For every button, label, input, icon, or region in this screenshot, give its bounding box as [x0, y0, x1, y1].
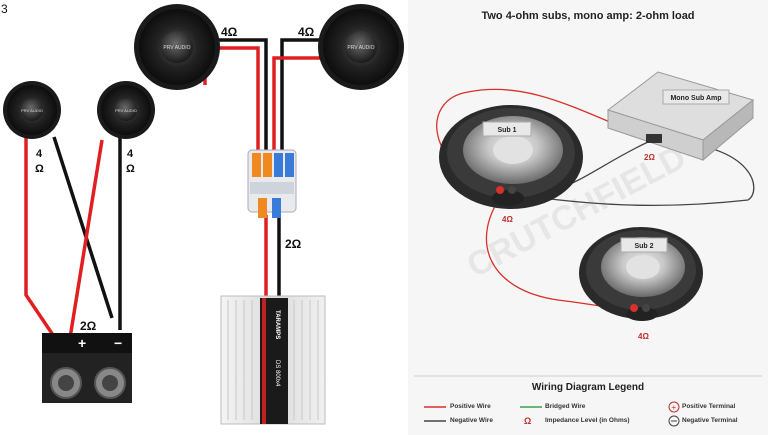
left-wiring-diagram: PRV AUDIO PRV AUDIO PRV AUDIO PRV AUDIO: [3, 4, 404, 425]
speaker-brand: PRV AUDIO: [163, 45, 190, 51]
mono-sub-amp: Mono Sub Amp: [606, 71, 755, 162]
amp-load-label: 2Ω: [644, 153, 655, 162]
speaker-brand: PRV AUDIO: [347, 45, 374, 51]
legend-title: Wiring Diagram Legend: [531, 382, 645, 393]
speaker-large-right: PRV AUDIO: [318, 4, 404, 90]
legend-negative-wire: Negative Wire: [450, 417, 493, 424]
amp-model: DS 800x4: [274, 360, 280, 387]
left-pair-wires: [24, 136, 122, 339]
amp-label: Mono Sub Amp: [670, 95, 721, 102]
sub-wiring-diagram: CRUTCHFIELD Mono Sub Amp 2Ω Sub 1 4Ω: [414, 71, 762, 427]
diagram-title: Two 4-ohm subs, mono amp: 2-ohm load: [481, 10, 695, 22]
ohm-label-left-digit: 4: [36, 148, 43, 160]
amp-terminal-block: + −: [42, 333, 132, 403]
speaker-large-left: PRV AUDIO: [134, 4, 220, 90]
page-number: 3: [1, 2, 8, 16]
amp-brand: TARAMPS: [274, 310, 280, 339]
legend-positive-terminal: Positive Terminal: [682, 403, 736, 410]
impedance-symbol-icon: Ω: [524, 416, 531, 426]
top-right-ohm-label: 4Ω: [298, 25, 315, 39]
ohm-label-right-symbol: Ω: [126, 163, 135, 175]
wiring-diagram-panel: [408, 0, 768, 435]
sub-2: Sub 2: [579, 227, 703, 321]
speaker-small-left: PRV AUDIO: [3, 81, 61, 139]
speaker-small-right: PRV AUDIO: [97, 81, 155, 139]
ohm-label-right-digit: 4: [127, 148, 134, 160]
terminal-load-label: 2Ω: [80, 319, 97, 333]
sub-2-label: Sub 2: [634, 243, 653, 250]
legend-impedance: Impedance Level (in Ohms): [545, 417, 630, 424]
top-left-ohm-label: 4Ω: [221, 25, 238, 39]
sub-1-label: Sub 1: [497, 127, 516, 134]
minus-sign: −: [114, 335, 122, 351]
sub-1: Sub 1: [439, 105, 583, 209]
lever-connector: [247, 149, 297, 218]
sub-1-load-label: 4Ω: [502, 215, 513, 224]
legend: Ω +: [414, 375, 762, 427]
sub-2-load-label: 4Ω: [638, 332, 649, 341]
legend-positive-wire: Positive Wire: [450, 403, 491, 410]
speaker-brand: PRV AUDIO: [21, 108, 43, 113]
legend-negative-terminal: Negative Terminal: [682, 417, 738, 424]
positive-terminal-icon: +: [672, 403, 677, 412]
connector-load-label: 2Ω: [285, 237, 302, 251]
ohm-label-left-symbol: Ω: [35, 163, 44, 175]
legend-bridged-wire: Bridged Wire: [545, 403, 586, 410]
four-channel-amplifier: TARAMPS DS 800x4: [220, 295, 326, 425]
plus-sign: +: [78, 335, 86, 351]
speaker-brand: PRV AUDIO: [115, 108, 137, 113]
